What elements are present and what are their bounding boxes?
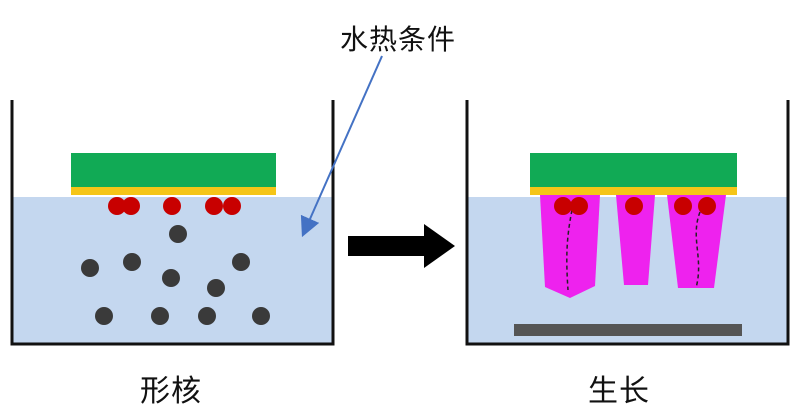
precursor-particle [252, 307, 270, 325]
nucleus [674, 197, 692, 215]
precursor-particle [169, 225, 187, 243]
precursor-particle [232, 253, 250, 271]
beaker-wall-right [465, 100, 790, 346]
arrow-shaft [348, 236, 426, 256]
precursor-particle [123, 253, 141, 271]
growth-trace [566, 209, 573, 291]
nucleus [554, 197, 572, 215]
process-arrow [348, 224, 455, 268]
seed-layer-left [71, 187, 276, 195]
nanorod [616, 195, 655, 285]
substrate-left [71, 153, 276, 187]
nucleation-label: 形核 [140, 374, 202, 409]
nuclei-left [108, 197, 241, 215]
nucleus [223, 197, 241, 215]
precursors-left [81, 225, 270, 325]
growth-trace [695, 211, 701, 289]
nanorods [540, 195, 726, 298]
nucleus [122, 197, 140, 215]
nucleus [108, 197, 126, 215]
precursor-particle [81, 259, 99, 277]
growth-label: 生长 [588, 374, 650, 409]
precursor-particle [162, 269, 180, 287]
nucleus [625, 197, 643, 215]
nanorod [540, 195, 600, 298]
nanorod-body [540, 195, 600, 298]
seed-layer-right [530, 187, 737, 195]
annotation-pointer [300, 55, 383, 238]
nucleus [698, 197, 716, 215]
substrate-right [530, 153, 737, 187]
right-beaker [465, 100, 790, 346]
nanorod-body [616, 195, 655, 285]
sediment-layer [514, 324, 742, 336]
nucleus [163, 197, 181, 215]
nucleus [205, 197, 223, 215]
nuclei-right [554, 197, 716, 215]
precursor-particle [207, 279, 225, 297]
arrow-head [424, 224, 455, 268]
precursor-particle [95, 307, 113, 325]
left-beaker [10, 100, 335, 346]
nanorod [667, 195, 726, 289]
precursor-particle [151, 307, 169, 325]
beaker-wall-left [10, 100, 335, 346]
hydrothermal-condition-label: 水热条件 [340, 23, 457, 56]
nucleus [570, 197, 588, 215]
precursor-particle [198, 307, 216, 325]
